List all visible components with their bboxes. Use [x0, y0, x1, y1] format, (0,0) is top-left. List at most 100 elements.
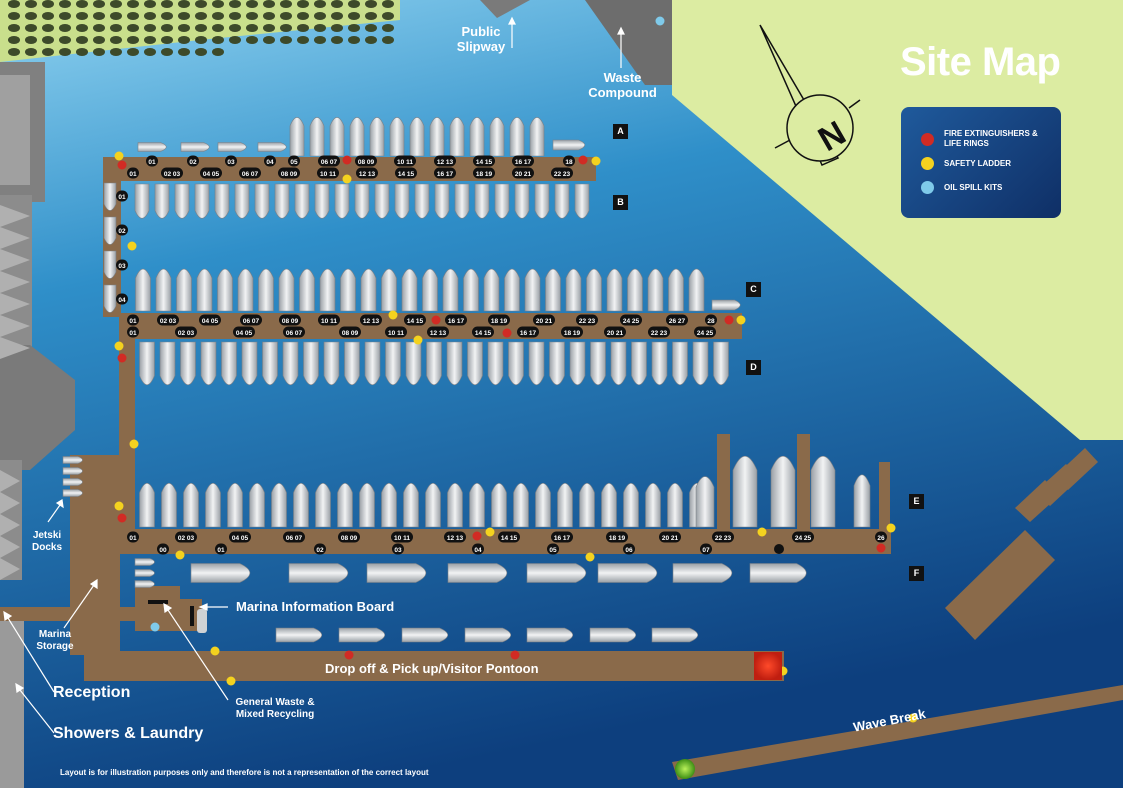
showers-laundry-label: Showers & Laundry: [53, 725, 204, 742]
boat-icon: [359, 483, 375, 528]
stone: [195, 48, 207, 56]
boat-icon: [234, 183, 250, 219]
fire-extinguisher-icon: [472, 531, 482, 541]
boat-icon: [606, 268, 623, 312]
boat-icon: [180, 341, 196, 386]
stone: [348, 36, 360, 44]
berth-badge: [700, 543, 712, 555]
berth-badge: [512, 155, 534, 167]
safety-ladder-icon: [413, 335, 423, 345]
boat-icon: [217, 268, 233, 312]
stone: [178, 48, 190, 56]
berth-badge: [694, 326, 716, 338]
berth-badge: [157, 543, 169, 555]
boat-icon: [535, 483, 551, 528]
berth-badge: [278, 167, 300, 179]
public-slipway-label: Public Slipway: [456, 24, 506, 54]
berth-label: 08 09: [281, 171, 298, 178]
boat-icon: [334, 183, 350, 219]
boat-icon: [262, 341, 278, 386]
berth-label: 04 05: [236, 330, 253, 337]
stone: [365, 12, 377, 20]
stone: [212, 12, 224, 20]
stone: [93, 24, 105, 32]
boat-icon: [528, 341, 545, 386]
boat-icon: [282, 341, 299, 386]
boat-icon: [134, 580, 155, 588]
berth-label: 14 15: [476, 159, 493, 166]
boat-icon: [770, 455, 796, 528]
boat-icon: [180, 142, 210, 152]
stone: [93, 48, 105, 56]
berth-badge: [200, 167, 222, 179]
stone: [195, 24, 207, 32]
berth-badge: [427, 326, 449, 338]
stone: [246, 36, 258, 44]
stone: [42, 48, 54, 56]
boat-icon: [509, 117, 525, 157]
boat-icon: [159, 341, 176, 386]
berth-label: 20 21: [536, 318, 553, 325]
berth-label: 28: [707, 318, 715, 325]
berth-badge: [488, 314, 510, 326]
berth-badge: [551, 531, 573, 543]
berth-badge: [199, 314, 221, 326]
stone: [331, 12, 343, 20]
section-label-b: B: [613, 195, 628, 210]
fire-extinguisher-icon: [344, 650, 354, 660]
boat-icon: [557, 483, 573, 528]
berth-badge: [563, 155, 575, 167]
stone: [229, 12, 241, 20]
boat-icon: [534, 183, 550, 219]
boat-icon: [237, 268, 254, 312]
berth-label: 04 05: [203, 171, 220, 178]
stone: [42, 36, 54, 44]
leader-lines: [3, 16, 625, 734]
stone: [314, 36, 326, 44]
boat-icon: [749, 563, 807, 583]
stone: [212, 36, 224, 44]
berth-badge: [355, 155, 377, 167]
boat-icon: [623, 483, 639, 528]
boat-icon: [154, 183, 170, 219]
boat-icon: [672, 341, 688, 386]
berth-badge: [385, 326, 407, 338]
stone: [127, 24, 139, 32]
fire-extinguisher-icon: [342, 155, 352, 165]
safety-ladder-icon: [757, 527, 767, 537]
berth-badge: [116, 190, 128, 202]
berth-label: 24 25: [697, 330, 714, 337]
stone: [76, 36, 88, 44]
stone: [59, 12, 71, 20]
berth-badge: [175, 531, 197, 543]
berth-badge: [116, 224, 128, 236]
berth-badge: [533, 314, 555, 326]
boat-icon: [190, 563, 251, 583]
stone: [297, 0, 309, 8]
boat-icon: [589, 627, 637, 643]
berth-label: 12 13: [359, 171, 376, 178]
stone: [297, 24, 309, 32]
boat-icon: [651, 627, 699, 643]
berth-badge: [116, 259, 128, 271]
stone: [178, 12, 190, 20]
stone: [331, 24, 343, 32]
berth-badge: [551, 167, 573, 179]
boat-icon: [323, 341, 340, 386]
section-label-a: A: [613, 124, 628, 139]
boat-icon: [134, 183, 150, 219]
berth-badge: [712, 531, 734, 543]
boat-icon: [103, 182, 117, 211]
berth-label: 06 07: [243, 318, 260, 325]
berth-label: 26: [877, 535, 885, 542]
stone: [25, 48, 37, 56]
berth-label: 10 11: [388, 330, 404, 337]
stone: [144, 36, 156, 44]
berth-label: 14 15: [398, 171, 415, 178]
boat-icon: [103, 250, 117, 279]
stone: [25, 0, 37, 8]
berth-badge: [498, 531, 520, 543]
berth-badge: [314, 543, 326, 555]
stone: [365, 24, 377, 32]
stone: [93, 12, 105, 20]
